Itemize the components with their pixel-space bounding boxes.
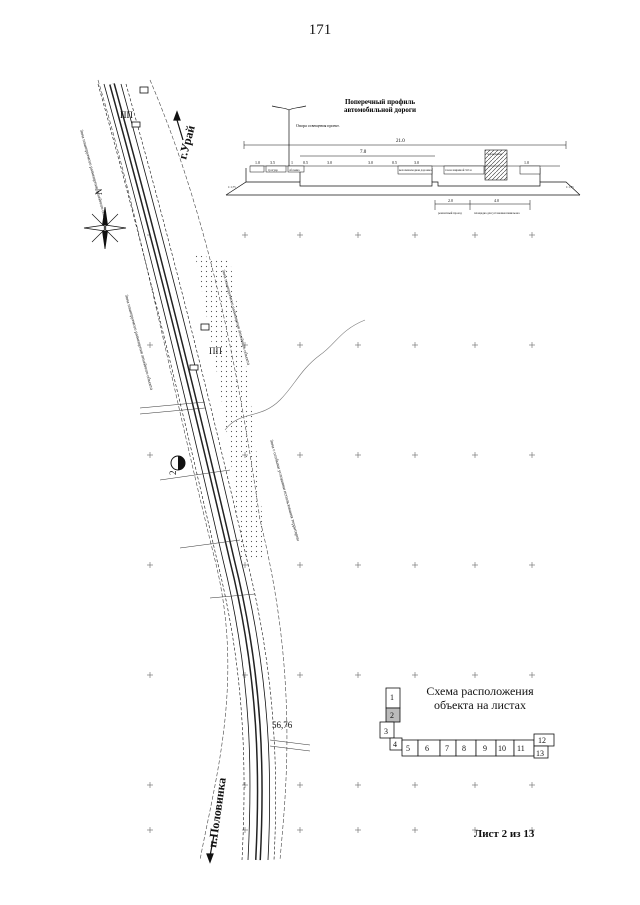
slope-right: 1:1,75: [566, 185, 574, 190]
dim-8: 1.0: [524, 160, 529, 165]
label-green: газон шириной 3.0 м: [445, 168, 472, 172]
profile-title-2: автомобильной дороги: [344, 106, 416, 114]
sheet-6-num: 6: [425, 744, 429, 753]
sheet-8-num: 8: [462, 744, 466, 753]
lower-dim-0: 2.0: [448, 198, 453, 203]
town-polovinka-label: п.Половинка: [205, 777, 229, 849]
sheet-7-num: 7: [445, 744, 449, 753]
direction-arrows: [173, 110, 215, 864]
sheet-2-num: 2: [390, 711, 394, 720]
marker-2: [170, 455, 186, 471]
sheet-8: [455, 739, 477, 757]
note-left: ремонтный проезд: [438, 211, 462, 215]
dim-0: 1.0: [255, 160, 260, 165]
sheet-13-num: 13: [536, 749, 544, 758]
carriageway-width: 7.0: [360, 150, 367, 155]
dim-2: 1: [291, 160, 293, 165]
sheet-3-num: 3: [384, 727, 388, 736]
sheet-9-num: 9: [483, 744, 487, 753]
scheme-title-line1: Схема расположения: [426, 684, 534, 698]
terrain-contour: [224, 319, 366, 431]
sheet-4-num: 4: [393, 740, 397, 749]
pp-label-2: ПП: [209, 346, 222, 356]
support-label: Опора освещения проект.: [296, 123, 340, 128]
elevation-label: 56,76: [272, 720, 293, 730]
lower-dim-1: 4.0: [494, 198, 499, 203]
note-right: площадка для установки павильона: [474, 211, 520, 215]
dim-5: 3.0: [368, 160, 373, 165]
sheet-3: [379, 721, 395, 739]
sheet-6: [417, 739, 441, 757]
pavilions: [131, 86, 210, 371]
page-number: 171: [308, 22, 332, 38]
sheet-1-num: 1: [390, 693, 394, 702]
road-corridor: [97, 83, 276, 861]
sheet-scheme: 1 2 3 4 5 6 7 8 9 10 11 12 13: [379, 687, 555, 759]
label-barrier: ограждение: [487, 152, 503, 156]
label-sidewalk: тротуар: [268, 168, 278, 172]
access-roads: [139, 401, 311, 752]
grid-crosses: [147, 232, 535, 833]
dim-7: 3.0: [414, 160, 419, 165]
label-verge: обочина: [289, 168, 300, 172]
sheet-5: [401, 739, 419, 757]
dim-6: 0.5: [392, 160, 397, 165]
sheet-10-num: 10: [498, 744, 506, 753]
north-label: N: [94, 188, 104, 195]
sheet-13: [533, 745, 549, 759]
dim-4: 3.0: [327, 160, 332, 165]
town-urai-label: г.Урай: [175, 124, 197, 161]
dim-1: 3.5: [270, 160, 275, 165]
lamp-pole-icon: [271, 105, 307, 168]
sheet-11-num: 11: [517, 744, 525, 753]
zone-label-left-1: Зона планируемого размещения линейного о…: [79, 129, 109, 225]
slope-left: 1:1,75: [228, 185, 236, 190]
cross-section-profile: Поперечный профиль автомобильной дороги …: [225, 98, 581, 215]
north-arrow-icon: [83, 206, 127, 250]
dim-3: 0.5: [303, 160, 308, 165]
scheme-title-line2: объекта на листах: [434, 698, 526, 712]
marker-number: 2: [168, 471, 178, 476]
sheet-label: Лист 2 из 13: [474, 828, 535, 840]
scheme-title: Схема расположения объекта на листах: [400, 684, 560, 712]
construction-zone: [195, 255, 265, 560]
zone-label-right-2: Зона с особыми условиями использования т…: [269, 439, 301, 542]
profile-title-1: Поперечный профиль: [345, 98, 415, 106]
hatched-pavilion: [484, 149, 508, 181]
total-width: 21.0: [396, 139, 405, 144]
label-bikepath: велопешеходная дорожка: [399, 168, 432, 172]
sheet-12-num: 12: [538, 736, 546, 745]
pp-label-1: ПП: [120, 110, 133, 120]
sheet-5-num: 5: [406, 744, 410, 753]
